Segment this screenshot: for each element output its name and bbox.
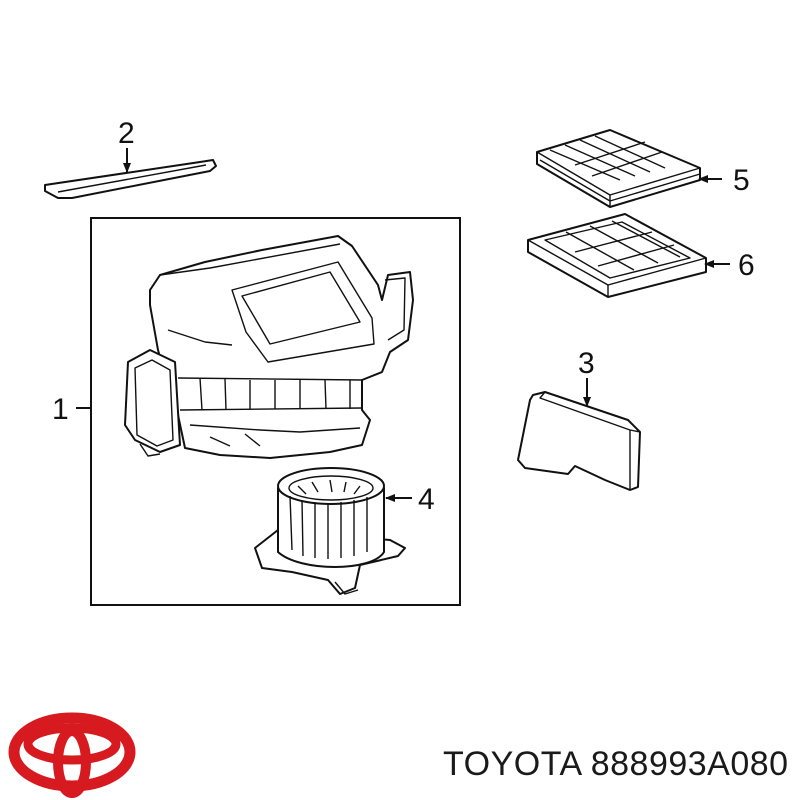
callout-4: 4 xyxy=(418,483,435,516)
callout-1: 1 xyxy=(52,393,69,426)
toyota-logo-icon xyxy=(8,712,136,798)
part-5-cabin-filter xyxy=(536,129,701,208)
part-2-seal xyxy=(44,159,217,199)
part-4-blower-motor xyxy=(254,467,406,595)
callout-3: 3 xyxy=(578,347,595,380)
part-3-filter-cover xyxy=(517,391,641,491)
brand-part-number-caption: TOYOTA 888993A080 xyxy=(443,745,789,783)
part-6-filter-frame xyxy=(527,213,707,298)
callout-6: 6 xyxy=(738,249,755,282)
callout-2: 2 xyxy=(118,117,135,150)
part-1-blower-housing xyxy=(124,235,414,459)
assembly-frame xyxy=(90,217,461,606)
callout-5: 5 xyxy=(733,164,750,197)
